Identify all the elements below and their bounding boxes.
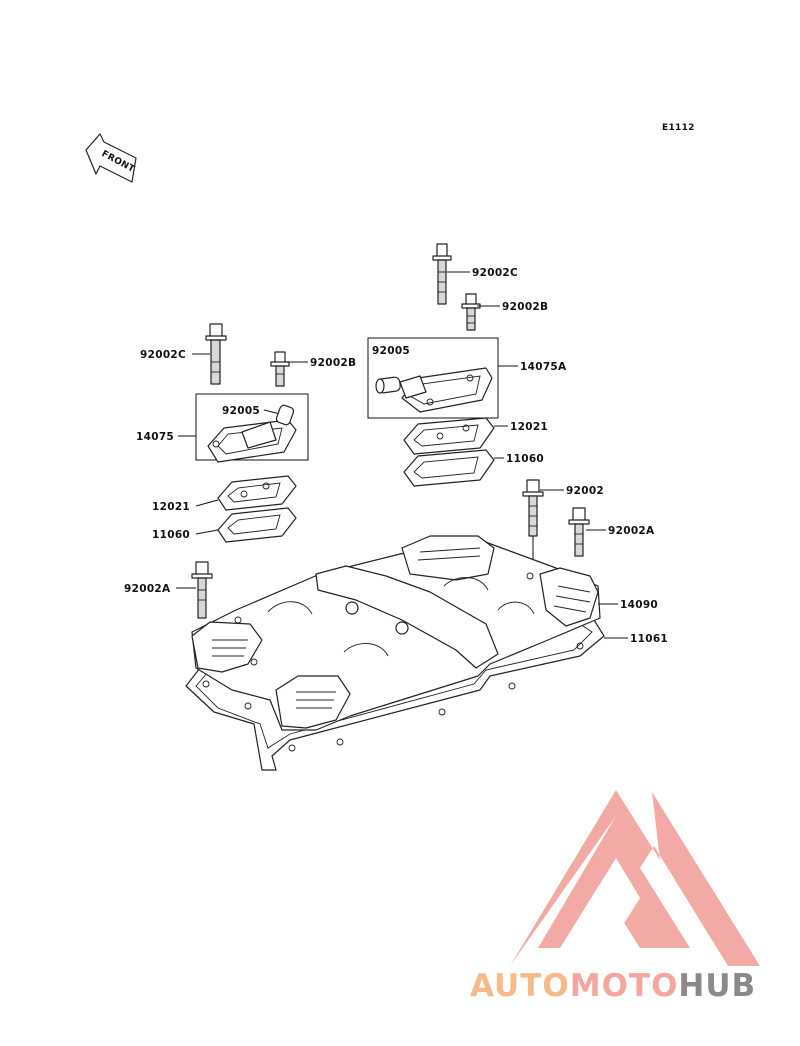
label-12021-left: 12021 xyxy=(152,501,190,513)
label-92005-left: 92005 xyxy=(222,405,260,417)
watermark-auto: AUTO xyxy=(470,968,570,1004)
watermark-logo-icon xyxy=(510,790,760,966)
label-11061: 11061 xyxy=(630,633,668,645)
bolt-92002a-left xyxy=(191,561,213,619)
label-14075: 14075 xyxy=(136,431,174,443)
breather-cover-left xyxy=(207,404,297,463)
watermark-hub: HUB xyxy=(678,968,756,1004)
label-11060-right: 11060 xyxy=(506,453,544,465)
front-arrow-icon: FRONT xyxy=(85,133,137,183)
label-92005-right: 92005 xyxy=(372,345,410,357)
bolt-92002 xyxy=(522,479,544,537)
label-92002a-right: 92002A xyxy=(608,525,655,537)
gasket-12021-left xyxy=(217,475,297,511)
gasket-11060-right xyxy=(403,449,495,487)
bolt-92002a-right xyxy=(568,507,590,557)
cylinder-head-cover-14090 xyxy=(191,535,601,731)
label-14090: 14090 xyxy=(620,599,658,611)
gasket-11060-left xyxy=(217,507,297,543)
watermark-text: AUTOMOTOHUB xyxy=(470,968,756,1004)
label-92002c-left: 92002C xyxy=(140,349,186,361)
watermark-moto: MOTO xyxy=(570,968,679,1004)
label-14075a: 14075A xyxy=(520,361,567,373)
diagram-code: E1112 xyxy=(662,123,695,133)
bolt-92002c-right xyxy=(432,243,452,305)
label-11060-left: 11060 xyxy=(152,529,190,541)
label-92002c-right: 92002C xyxy=(472,267,518,279)
label-92002: 92002 xyxy=(566,485,604,497)
label-92002b-left: 92002B xyxy=(310,357,356,369)
label-12021-right: 12021 xyxy=(510,421,548,433)
breather-cover-right xyxy=(375,367,493,413)
bolt-92002b-left xyxy=(270,351,290,387)
bolt-92002b-right xyxy=(461,293,481,331)
label-92002b-right: 92002B xyxy=(502,301,548,313)
bolt-92002c-left xyxy=(205,323,227,385)
label-92002a-left: 92002A xyxy=(124,583,171,595)
gasket-12021-right xyxy=(403,417,495,455)
